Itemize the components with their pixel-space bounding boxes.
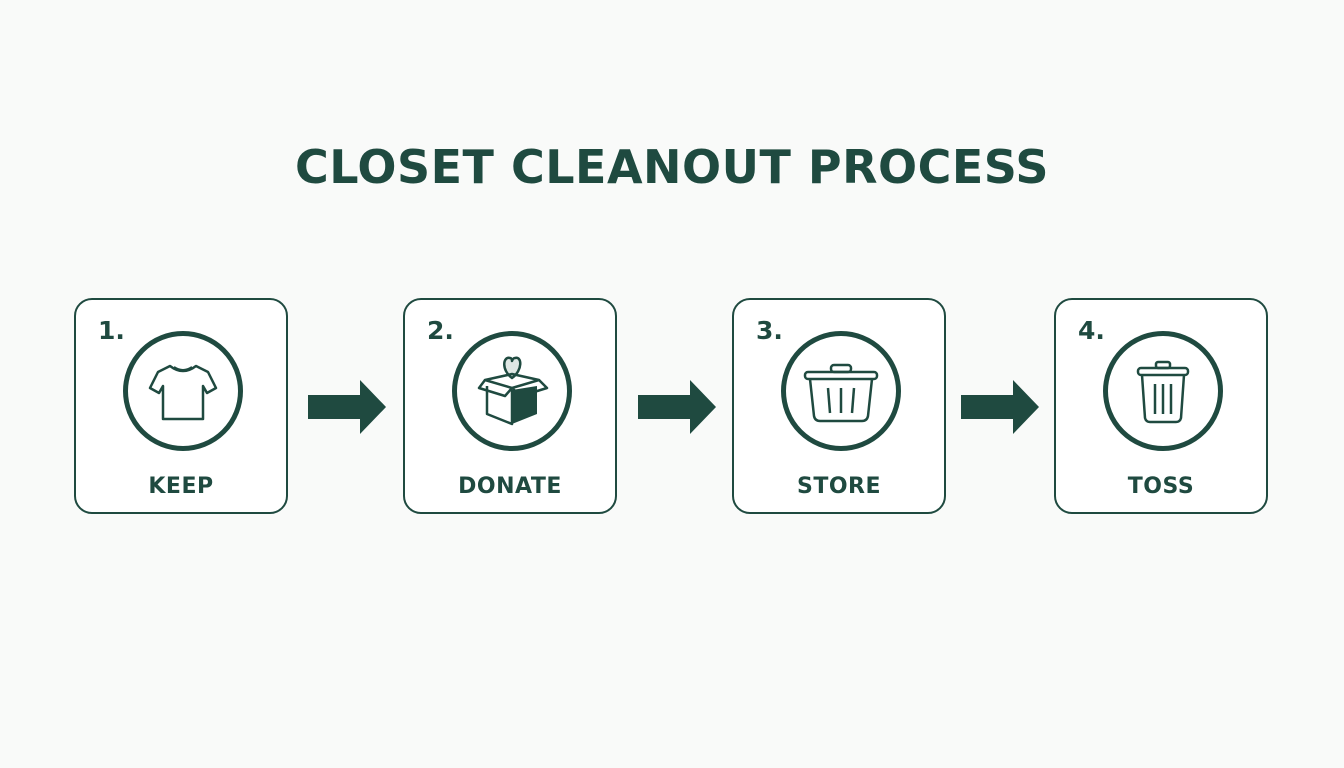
arrow-right-icon (961, 380, 1039, 434)
donation-box-heart-icon (477, 356, 549, 426)
icon-circle (452, 331, 572, 451)
step-number: 2. (427, 316, 454, 345)
step-label: STORE (796, 474, 882, 499)
step-toss: 4. TOSS (1054, 298, 1268, 514)
step-number: 1. (98, 316, 125, 345)
arrow-right-icon (638, 380, 716, 434)
step-label: DONATE (458, 474, 562, 499)
storage-bin-icon (803, 363, 879, 423)
step-number: 3. (756, 316, 783, 345)
arrow-right-icon (308, 380, 386, 434)
step-keep: 1. KEEP (74, 298, 288, 514)
t-shirt-icon (148, 364, 218, 421)
trash-can-icon (1136, 360, 1190, 424)
step-number: 4. (1078, 316, 1105, 345)
step-label: TOSS (1127, 474, 1195, 499)
step-donate: 2. DONATE (403, 298, 617, 514)
icon-circle (123, 331, 243, 451)
icon-circle (1103, 331, 1223, 451)
step-label: KEEP (148, 474, 214, 499)
step-store: 3. STORE (732, 298, 946, 514)
icon-circle (781, 331, 901, 451)
diagram-title: CLOSET CLEANOUT PROCESS (294, 140, 1050, 194)
